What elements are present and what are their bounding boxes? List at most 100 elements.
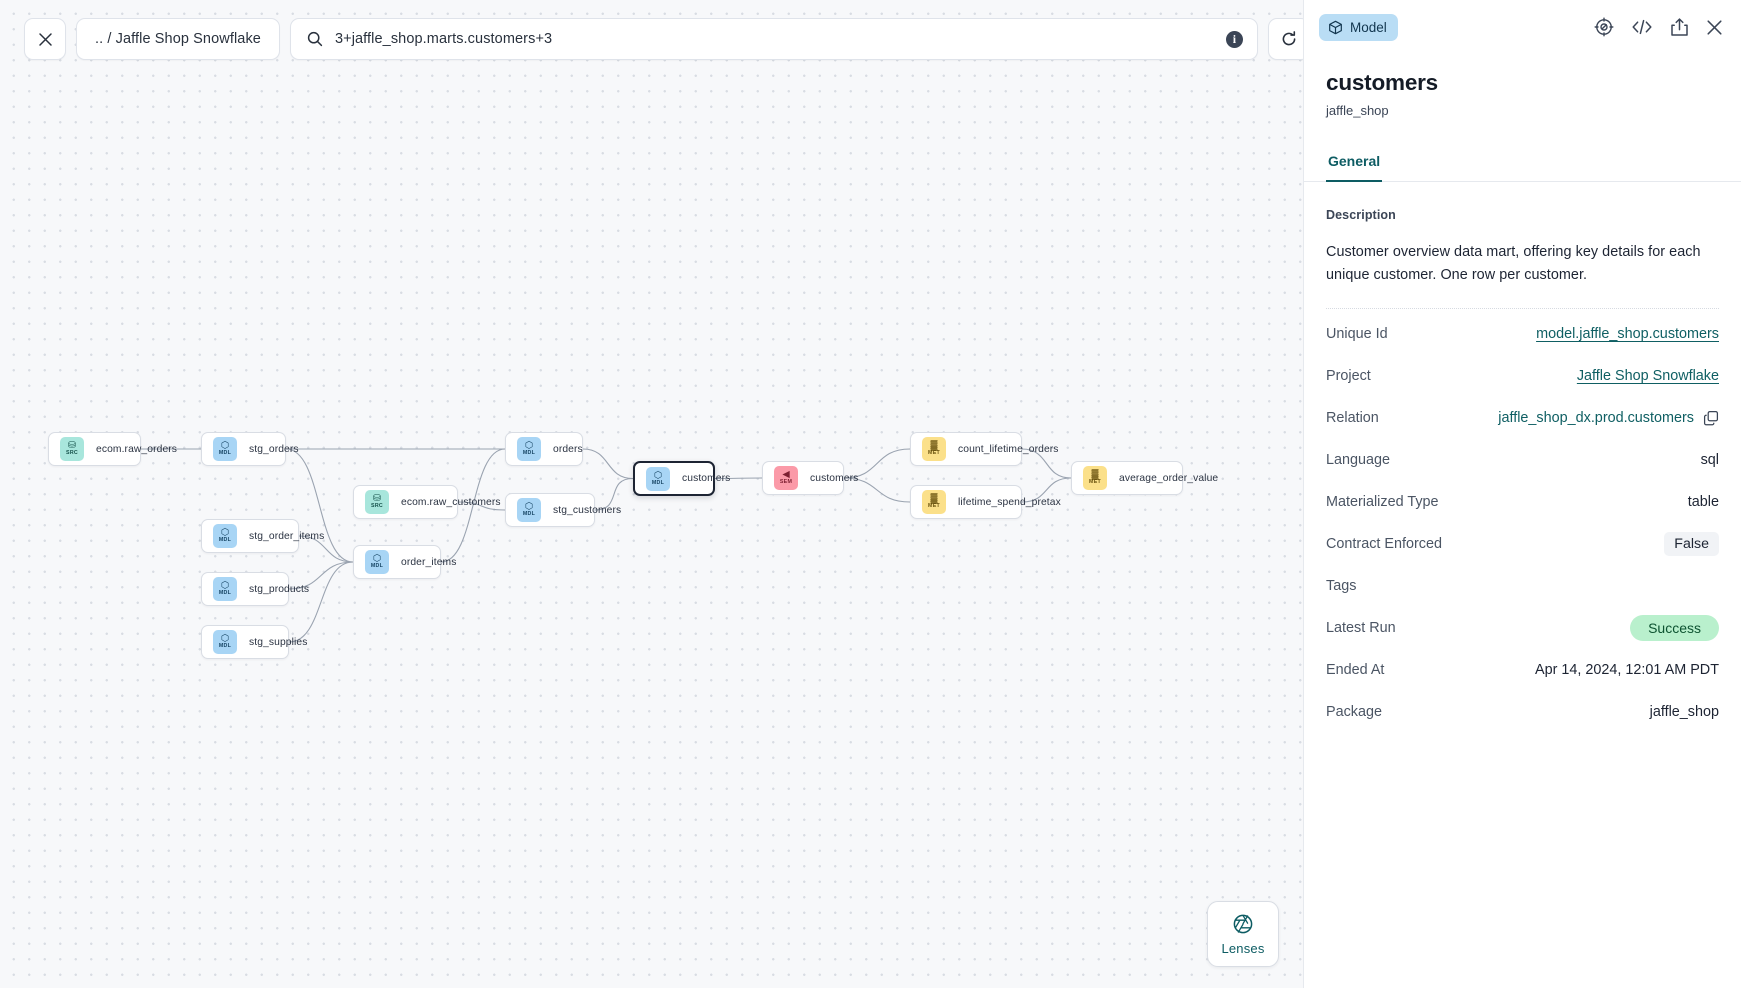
- graph-node-label: customers: [810, 472, 859, 484]
- graph-node-label: stg_products: [249, 583, 310, 595]
- mdl-badge-icon: ⬡MDL: [646, 466, 670, 491]
- share-icon[interactable]: [1670, 17, 1689, 37]
- sem-badge-icon: ◀SEM: [774, 466, 798, 490]
- contract-badge: False: [1664, 532, 1719, 557]
- field-label: Language: [1326, 452, 1391, 469]
- field-value: table: [1687, 494, 1719, 511]
- field-unique-id: Unique Id model.jaffle_shop.customers: [1326, 318, 1719, 351]
- graph-node-stg_order_items[interactable]: ⬡MDL stg_order_items: [201, 519, 324, 553]
- refresh-button[interactable]: [1267, 18, 1303, 60]
- graph-node-orders[interactable]: ⬡MDL orders: [505, 432, 583, 466]
- graph-node-stg_supplies[interactable]: ⬡MDL stg_supplies: [201, 625, 307, 659]
- field-value: Success: [1630, 615, 1719, 642]
- panel-subtitle: jaffle_shop: [1326, 103, 1389, 118]
- field-label: Latest Run: [1326, 620, 1396, 637]
- field-relation: Relation jaffle_shop_dx.prod.customers: [1326, 402, 1719, 435]
- field-value: Apr 14, 2024, 12:01 AM PDT: [1535, 662, 1719, 679]
- graph-node-stg_products[interactable]: ⬡MDL stg_products: [201, 572, 309, 606]
- field-value: False: [1664, 532, 1719, 557]
- graph-node-ecom_raw_customers[interactable]: ⛁SRC ecom.raw_customers: [353, 485, 501, 519]
- field-label: Ended At: [1326, 662, 1385, 679]
- node-type-chip[interactable]: Model: [1319, 13, 1398, 41]
- met-badge-icon: ▓MET: [1083, 466, 1107, 490]
- field-label: Materialized Type: [1326, 494, 1439, 511]
- graph-node-label: stg_order_items: [249, 530, 325, 542]
- canvas-toolbar: .. / Jaffle Shop Snowflake i: [24, 18, 1303, 60]
- graph-node-customers_model[interactable]: ⬡MDL customers: [633, 461, 730, 496]
- panel-header: customers jaffle_shop: [1304, 54, 1741, 118]
- field-contract-enforced: Contract Enforced False: [1326, 528, 1719, 561]
- divider: [1326, 307, 1719, 309]
- panel-body: Description Customer overview data mart,…: [1304, 182, 1741, 988]
- lenses-label: Lenses: [1221, 940, 1265, 956]
- tab-general[interactable]: General: [1326, 146, 1383, 182]
- description-label: Description: [1326, 208, 1396, 222]
- graph-node-label: stg_customers: [553, 504, 622, 516]
- graph-node-average_order_value[interactable]: ▓MET average_order_value: [1071, 461, 1218, 495]
- close-lineage-button[interactable]: [24, 18, 66, 60]
- graph-node-label: ecom.raw_orders: [96, 443, 178, 455]
- aperture-icon: [1233, 914, 1253, 933]
- unique-id-link[interactable]: model.jaffle_shop.customers: [1536, 326, 1719, 343]
- panel-actions: [1594, 17, 1723, 37]
- mdl-badge-icon: ⬡MDL: [365, 550, 389, 574]
- status-badge: Success: [1630, 615, 1719, 642]
- graph-node-stg_orders[interactable]: ⬡MDL stg_orders: [201, 432, 299, 466]
- field-latest-run: Latest Run Success: [1326, 612, 1719, 645]
- project-link[interactable]: Jaffle Shop Snowflake: [1576, 368, 1719, 385]
- close-panel-icon[interactable]: [1706, 19, 1723, 36]
- mdl-badge-icon: ⬡MDL: [213, 524, 237, 548]
- graph-node-label: orders: [553, 443, 583, 455]
- field-label: Tags: [1326, 578, 1357, 595]
- field-language: Language sql: [1326, 444, 1719, 477]
- field-label: Unique Id: [1326, 326, 1388, 343]
- field-project: Project Jaffle Shop Snowflake: [1326, 360, 1719, 393]
- cube-icon: [1329, 20, 1342, 34]
- src-badge-icon: ⛁SRC: [365, 490, 389, 514]
- relation-value: jaffle_shop_dx.prod.customers: [1498, 410, 1694, 427]
- field-value: jaffle_shop_dx.prod.customers: [1498, 410, 1719, 426]
- breadcrumb[interactable]: .. / Jaffle Shop Snowflake: [76, 18, 280, 60]
- met-badge-icon: ▓MET: [922, 490, 946, 514]
- refresh-icon: [1282, 31, 1296, 46]
- field-value: sql: [1700, 452, 1719, 469]
- graph-node-ecom_raw_orders[interactable]: ⛁SRC ecom.raw_orders: [48, 432, 177, 466]
- description-text: Customer overview data mart, offering ke…: [1326, 244, 1701, 284]
- field-label: Relation: [1326, 410, 1379, 427]
- focus-target-icon[interactable]: [1594, 17, 1614, 37]
- page-title: customers: [1326, 70, 1438, 95]
- field-value: model.jaffle_shop.customers: [1536, 326, 1719, 342]
- panel-tabs: General: [1304, 146, 1741, 182]
- mdl-badge-icon: ⬡MDL: [213, 577, 237, 601]
- copy-icon[interactable]: [1703, 410, 1719, 426]
- details-panel: Model custom: [1303, 0, 1741, 988]
- node-type-label: Model: [1350, 19, 1387, 35]
- search-input[interactable]: [334, 31, 1226, 47]
- graph-node-label: ecom.raw_customers: [401, 496, 501, 508]
- src-badge-icon: ⛁SRC: [60, 437, 84, 461]
- field-value: Jaffle Shop Snowflake: [1577, 368, 1719, 384]
- mdl-badge-icon: ⬡MDL: [213, 630, 237, 654]
- graph-node-label: average_order_value: [1119, 472, 1219, 484]
- graph-node-label: stg_orders: [249, 443, 299, 455]
- mdl-badge-icon: ⬡MDL: [517, 437, 541, 461]
- graph-node-label: stg_supplies: [249, 636, 308, 648]
- field-label: Contract Enforced: [1326, 536, 1442, 553]
- info-icon[interactable]: i: [1225, 30, 1243, 48]
- field-value: jaffle_shop: [1649, 704, 1719, 721]
- met-badge-icon: ▓MET: [922, 437, 946, 461]
- code-icon[interactable]: [1631, 17, 1653, 37]
- field-ended-at: Ended At Apr 14, 2024, 12:01 AM PDT: [1326, 654, 1719, 687]
- lenses-button[interactable]: Lenses: [1207, 901, 1279, 967]
- graph-node-customers_sem[interactable]: ◀SEM customers: [762, 461, 858, 495]
- close-icon: [38, 32, 52, 46]
- mdl-badge-icon: ⬡MDL: [213, 437, 237, 461]
- graph-node-label: customers: [682, 473, 731, 484]
- lineage-search-bar[interactable]: i: [289, 18, 1258, 60]
